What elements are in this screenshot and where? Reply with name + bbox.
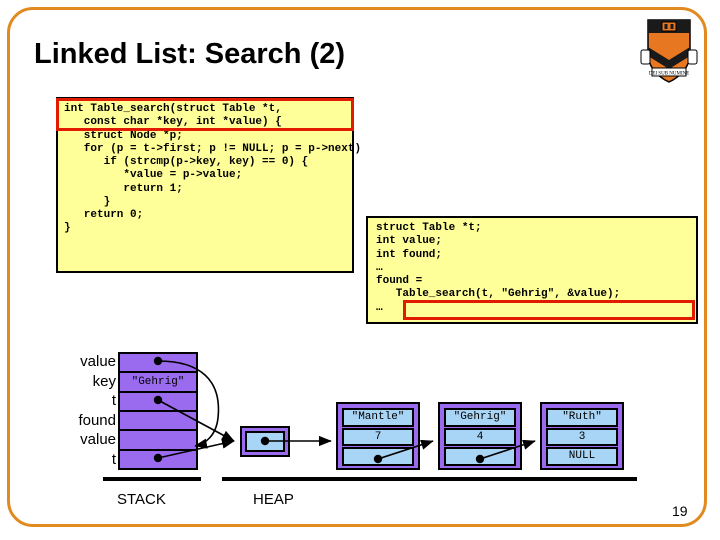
heap-table-struct-first-field	[245, 431, 285, 452]
code-block-caller: struct Table *t; int value; int found; ……	[366, 216, 698, 324]
stack-divider	[103, 477, 201, 481]
heap-table-struct	[240, 426, 290, 457]
heap-divider	[222, 477, 637, 481]
princeton-shield-logo: DEI SUB NUMINE	[640, 19, 698, 83]
stack-label: key	[92, 372, 116, 390]
stack-frame-box: "Gehrig"	[118, 352, 198, 470]
node-value: 3	[546, 427, 618, 447]
node-next: NULL	[546, 447, 618, 466]
stack-cell	[120, 431, 196, 451]
page-number: 19	[672, 503, 688, 519]
node-key: "Gehrig"	[444, 408, 516, 427]
node-next	[444, 447, 516, 466]
highlight-signature	[56, 98, 354, 131]
heap-node: "Gehrig" 4	[438, 402, 522, 470]
node-key: "Ruth"	[546, 408, 618, 427]
stack-caption: STACK	[117, 491, 166, 508]
stack-cell	[120, 412, 196, 432]
stack-cell	[120, 354, 196, 374]
svg-text:DEI SUB NUMINE: DEI SUB NUMINE	[649, 72, 690, 77]
code-block-table-search: int Table_search(struct Table *t, const …	[56, 97, 361, 273]
stack-label: t	[111, 392, 116, 410]
stack-label: value	[80, 431, 116, 449]
heap-caption: HEAP	[253, 491, 294, 508]
page-title: Linked List: Search (2)	[34, 38, 346, 70]
stack-label: value	[80, 353, 116, 370]
node-next	[342, 447, 414, 466]
stack-cell	[120, 393, 196, 412]
heap-node: "Mantle" 7	[336, 402, 420, 470]
highlight-call-site	[403, 300, 695, 320]
stack-label: found	[78, 411, 116, 429]
node-key: "Mantle"	[342, 408, 414, 427]
stack-labels: value key t found value t	[40, 352, 116, 470]
stack-label: t	[111, 450, 116, 468]
heap-node: "Ruth" 3 NULL	[540, 402, 624, 470]
stack-cell	[120, 451, 196, 470]
node-value: 4	[444, 427, 516, 447]
stack-cell: "Gehrig"	[120, 373, 196, 393]
node-value: 7	[342, 427, 414, 447]
